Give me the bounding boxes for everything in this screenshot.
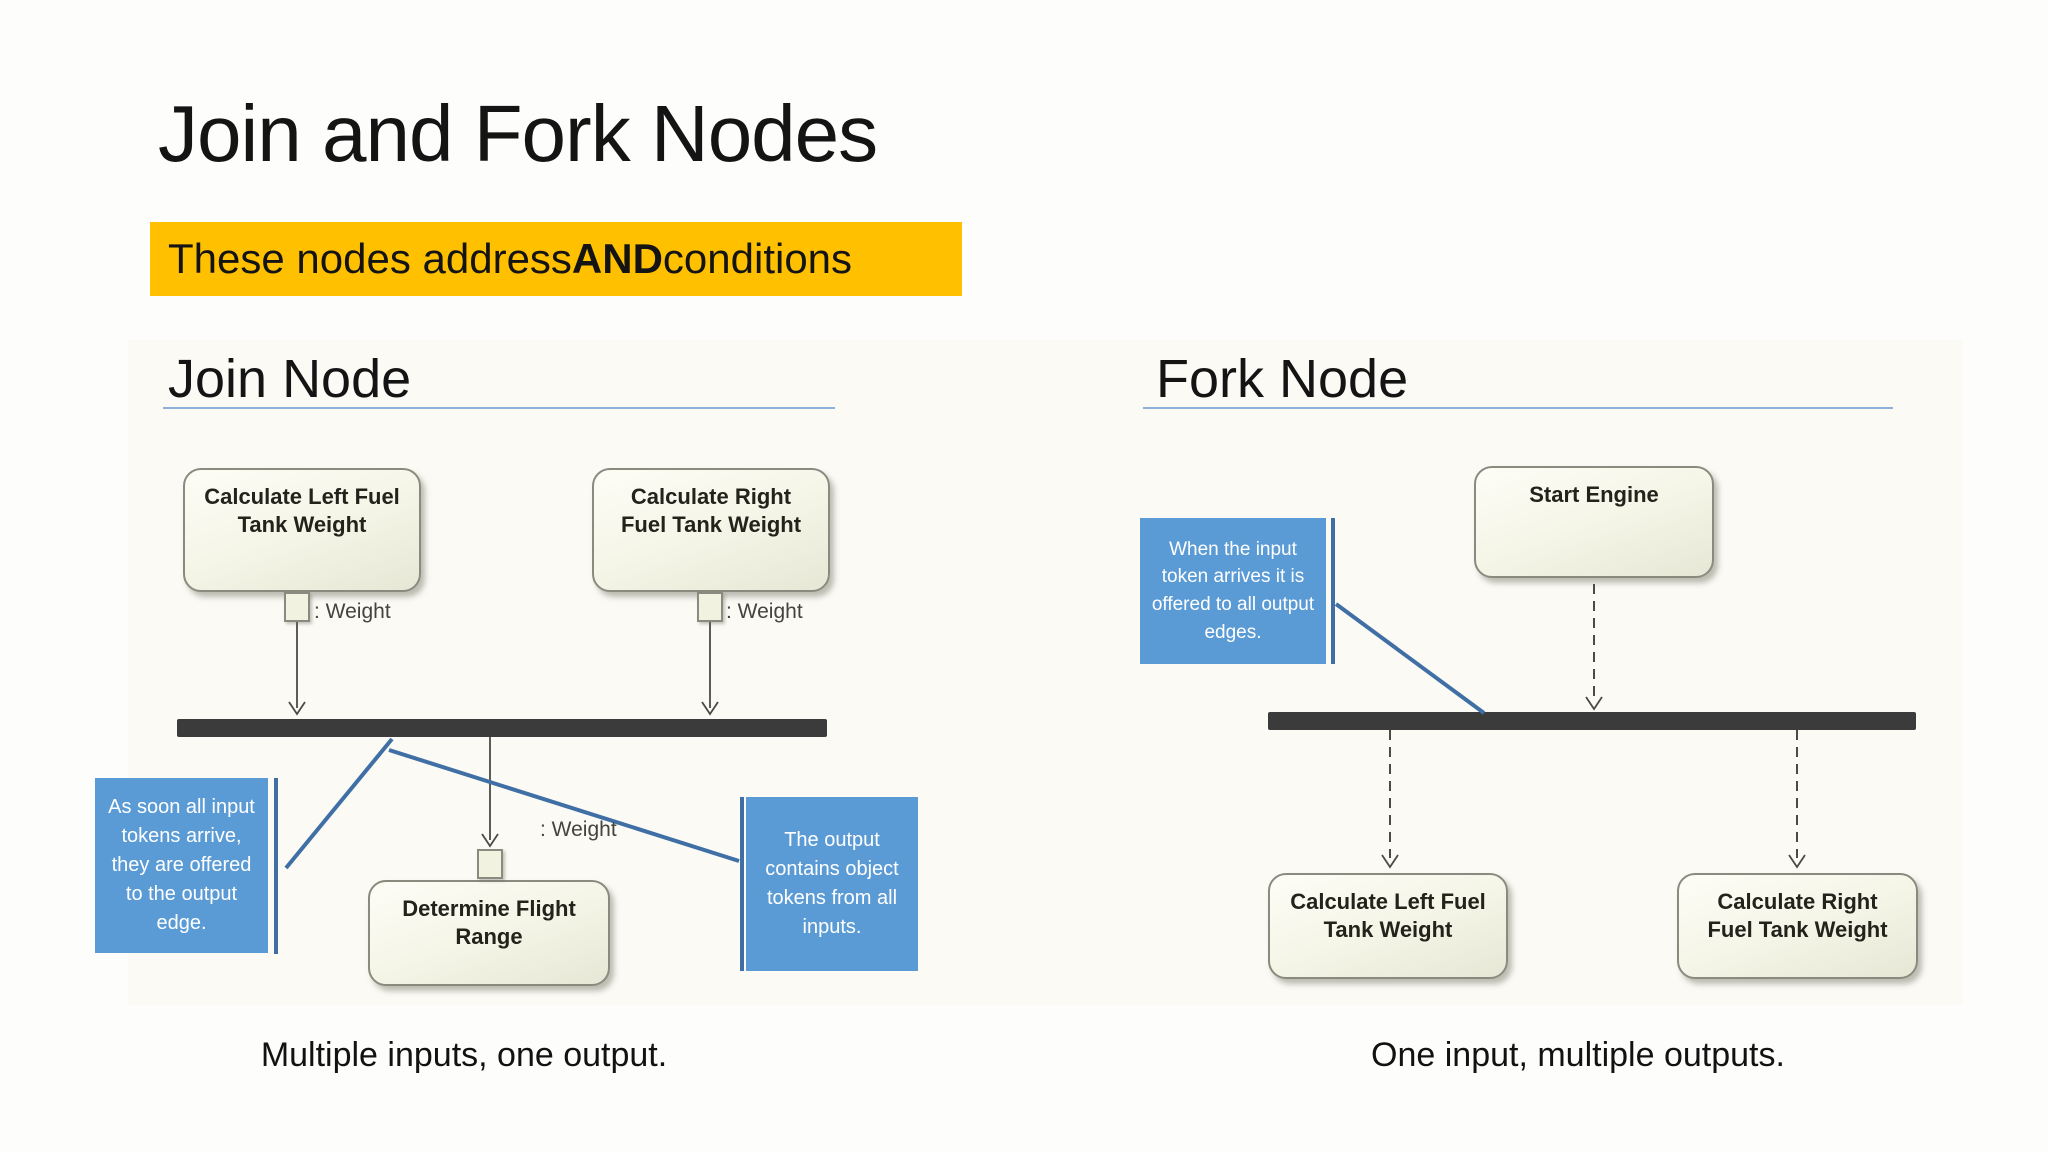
join-node-calculate-right: Calculate Right Fuel Tank Weight xyxy=(592,468,830,592)
join-left-input-arrowhead-icon xyxy=(288,701,306,716)
join-output-input-pin xyxy=(477,849,503,879)
join-node-determine-flight-range: Determine Flight Range xyxy=(368,880,610,986)
join-bar xyxy=(177,719,827,737)
fork-left-output-arrowhead-icon xyxy=(1381,854,1399,869)
join-output-arrowhead-icon xyxy=(481,833,499,848)
fork-node-calculate-right: Calculate Right Fuel Tank Weight xyxy=(1677,873,1918,979)
join-right-callout-bar xyxy=(740,797,744,971)
join-left-pin-label: : Weight xyxy=(314,600,391,623)
subtitle-highlight: These nodes address AND conditions xyxy=(150,222,962,296)
fork-right-output-arrowhead-icon xyxy=(1788,854,1806,869)
fork-input-arrowhead-icon xyxy=(1585,696,1603,711)
join-left-callout-pointer xyxy=(284,737,394,870)
fork-callout-pointer xyxy=(1334,602,1486,715)
join-left-callout: As soon all input tokens arrive, they ar… xyxy=(95,778,268,953)
fork-section-heading: Fork Node xyxy=(1156,349,1409,409)
fork-callout-bar xyxy=(1331,518,1335,664)
subtitle-text-prefix: These nodes address xyxy=(168,235,572,282)
fork-caption: One input, multiple outputs. xyxy=(1371,1036,1785,1074)
join-section-heading: Join Node xyxy=(168,349,412,409)
join-node-calculate-left: Calculate Left Fuel Tank Weight xyxy=(183,468,421,592)
join-caption: Multiple inputs, one output. xyxy=(260,1036,668,1074)
join-right-input-arrowhead-icon xyxy=(701,701,719,716)
fork-bar xyxy=(1268,712,1916,730)
join-right-pin-label: : Weight xyxy=(726,600,803,623)
page-title: Join and Fork Nodes xyxy=(158,89,878,178)
join-left-output-pin xyxy=(284,592,310,622)
join-right-output-pin xyxy=(697,592,723,622)
join-output-pin-label: : Weight xyxy=(540,818,617,841)
fork-callout: When the input token arrives it is offer… xyxy=(1140,518,1326,664)
join-right-callout: The output contains object tokens from a… xyxy=(746,797,918,971)
fork-heading-rule xyxy=(1143,407,1893,409)
subtitle-text-bold: AND xyxy=(571,235,663,282)
fork-node-calculate-left: Calculate Left Fuel Tank Weight xyxy=(1268,873,1508,979)
fork-node-start-engine: Start Engine xyxy=(1474,466,1714,578)
join-right-callout-pointer xyxy=(388,748,740,863)
join-heading-rule xyxy=(163,407,835,409)
join-left-callout-bar xyxy=(274,778,278,954)
subtitle-text-suffix: conditions xyxy=(662,235,853,282)
